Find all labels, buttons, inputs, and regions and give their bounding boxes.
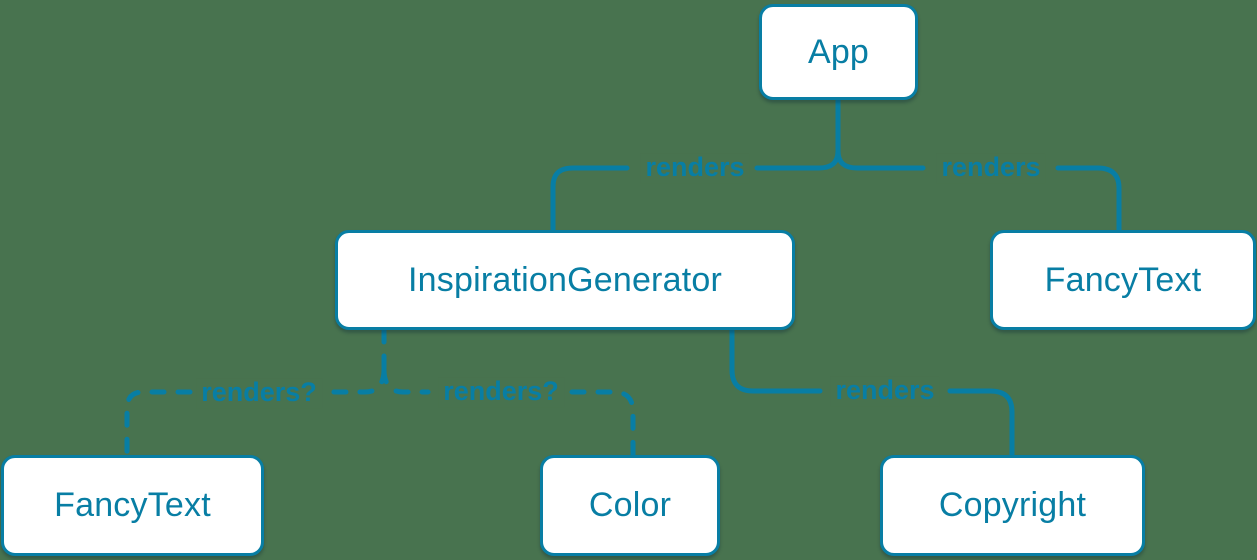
edge-inspirationgenerator-to-color-tail — [569, 389, 636, 458]
node-color: Color — [540, 455, 720, 556]
node-inspiration-generator: InspirationGenerator — [335, 230, 795, 330]
edge-app-to-fancytext-tail — [1055, 165, 1122, 233]
edge-app-to-fancytext-branch — [835, 148, 926, 171]
node-app: App — [759, 4, 918, 100]
edge-inspirationgenerator-to-copyright-branch — [729, 327, 823, 394]
edge-app-to-inspirationgenerator-tail — [550, 165, 630, 233]
node-inspiration-generator-label: InspirationGenerator — [408, 260, 722, 299]
edge-inspirationgenerator-to-fancytext-tail — [124, 389, 193, 458]
edge-inspirationgenerator-to-fancytext-branch — [327, 367, 387, 395]
node-fancy-text-bottom: FancyText — [1, 455, 264, 556]
node-color-label: Color — [588, 486, 672, 524]
edge-label-renders-inspirationgenerator-color: renders? — [438, 376, 564, 407]
node-copyright-label: Copyright — [938, 486, 1087, 524]
edge-label-renders-app-fancytext: renders — [936, 152, 1046, 183]
edge-label-renders-inspirationgenerator-fancytext: renders? — [196, 377, 322, 408]
edge-label-renders-app-inspirationgenerator: renders — [640, 152, 750, 183]
edge-label-renders-inspirationgenerator-copyright: renders — [830, 375, 940, 406]
node-copyright: Copyright — [880, 455, 1145, 556]
node-fancy-text-top-label: FancyText — [1044, 260, 1202, 299]
node-fancy-text-bottom-label: FancyText — [54, 486, 211, 524]
node-fancy-text-top: FancyText — [990, 230, 1256, 330]
edge-inspirationgenerator-to-color-branch — [381, 367, 431, 395]
edge-inspirationgenerator-to-copyright-tail — [947, 388, 1015, 458]
node-app-label: App — [807, 32, 870, 71]
edge-app-to-inspirationgenerator-branch — [754, 148, 841, 171]
